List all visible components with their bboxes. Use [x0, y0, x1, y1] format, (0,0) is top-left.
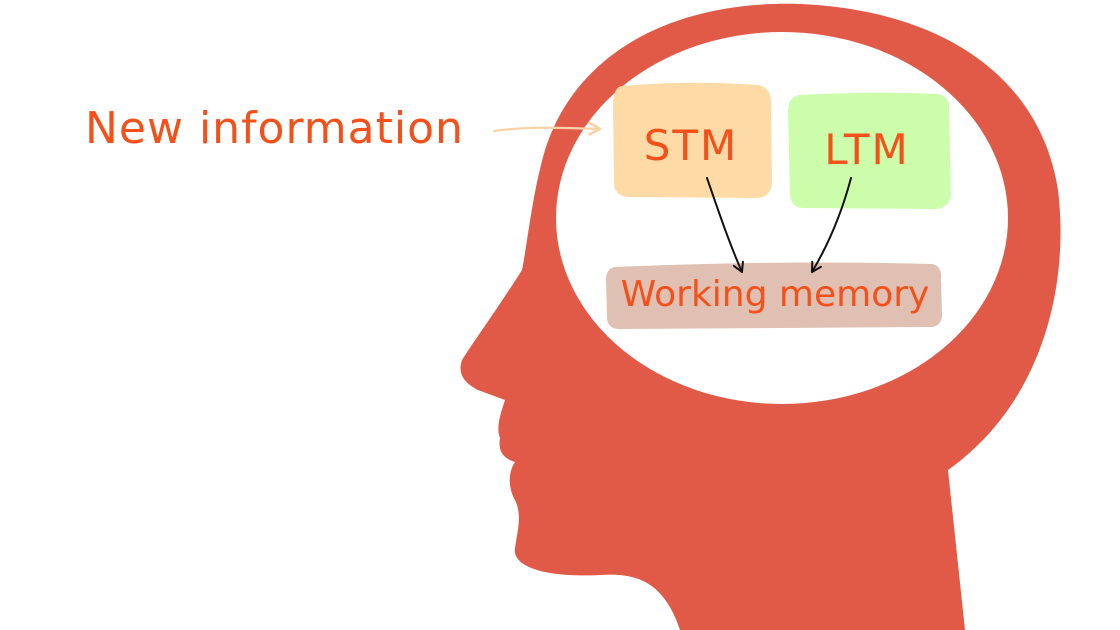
stm-label: STM — [644, 121, 739, 170]
ltm-to-working-memory-arrow — [811, 177, 852, 273]
working-memory-box — [606, 262, 942, 329]
new-information-label: New information — [85, 103, 464, 154]
stm-to-working-memory-arrow — [706, 177, 744, 273]
input-arrow-icon — [492, 128, 600, 131]
stm-box — [613, 82, 772, 198]
working-memory-label: Working memory — [621, 274, 930, 315]
ltm-box — [788, 92, 951, 209]
ltm-label: LTM — [824, 125, 910, 174]
